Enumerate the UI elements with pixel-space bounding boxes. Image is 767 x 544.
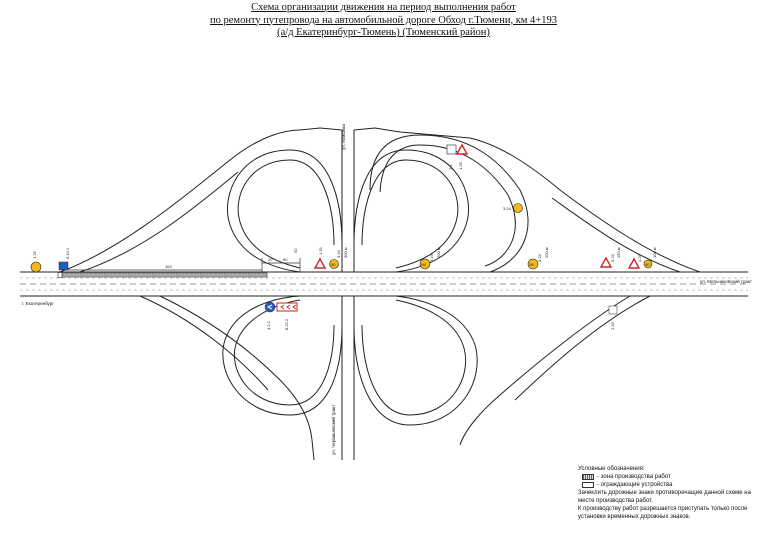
sign-group-east1: 50 3.24 200 м xyxy=(527,247,549,270)
street-north: ул. Максима xyxy=(341,124,346,150)
legend-zone-row: - зона производства работ xyxy=(578,473,763,481)
legend-heading: Условные обозначения: xyxy=(578,466,645,472)
work-zone xyxy=(57,272,268,278)
sign-group-lower-east: 1.25 xyxy=(608,305,618,330)
speed-limit-icon xyxy=(419,258,431,270)
crossing-road xyxy=(341,130,355,460)
roadwork-triangle-icon xyxy=(599,256,613,268)
legend-note-2: К производству работ разрешается приступ… xyxy=(578,506,748,520)
dim-50: 50 xyxy=(293,248,298,253)
dist-2: 200 м xyxy=(436,247,441,258)
sign-code-8: 1.25 xyxy=(637,253,642,262)
detour-sign-icon xyxy=(58,261,69,271)
sign-code-10: 8.22.2 xyxy=(284,318,289,330)
sign-code-12: 3.24 xyxy=(503,206,512,211)
roadwork-triangle-icon xyxy=(313,257,327,269)
sign-code-6: 3.24 xyxy=(537,253,542,262)
sign-group-east3: 1.25 40 100 м xyxy=(627,247,657,269)
legend: Условные обозначения: - зона производств… xyxy=(578,465,763,521)
drawing-title: Схема организации движения на период вып… xyxy=(0,2,767,40)
limit-4: 40 xyxy=(645,262,650,267)
speed-limit-icon xyxy=(527,258,539,270)
dim-163: 163 xyxy=(165,264,172,269)
sign-code-7: 3.24 xyxy=(610,253,615,262)
info-plate-icon xyxy=(608,305,618,315)
sign-code-5: 3.24 xyxy=(429,253,434,262)
fence-swatch-icon xyxy=(582,482,594,488)
dist-4: 150 м xyxy=(616,247,621,258)
sign-code-1: 1.25 xyxy=(32,250,37,259)
turn-arrow-icon xyxy=(264,301,276,313)
sign-code-4: 3.24 xyxy=(336,249,341,258)
street-west: г. Екатеринбург xyxy=(22,301,54,306)
limit-2: 60 xyxy=(422,262,427,267)
info-plate-icon xyxy=(446,144,457,155)
speed-limit-icon xyxy=(329,259,339,269)
sign-code-11: 1.25 xyxy=(610,321,615,330)
sign-group-east2: 3.24 150 м xyxy=(599,247,621,268)
work-zone-swatch-icon xyxy=(582,474,594,480)
main-highway xyxy=(20,271,748,297)
legend-note-1: Зачеклить дорожные знаки противоречащие … xyxy=(578,490,751,504)
dist-5: 100 м xyxy=(652,247,657,258)
speed-limit-icon xyxy=(643,259,653,269)
legend-zone-label: - зона производства работ xyxy=(597,474,671,480)
sign-code-13: 7.1 xyxy=(448,164,453,170)
dist-1: 300 м xyxy=(343,247,348,258)
sign-code-9: 4.2.2 xyxy=(266,320,271,330)
dimension-lines: 163 20 60 50 xyxy=(62,248,301,272)
dist-3: 200 м xyxy=(544,247,549,258)
roadwork-triangle-icon xyxy=(455,143,469,155)
work-sign-icon xyxy=(30,261,42,273)
sign-group-ne-ramp: 7.1 1.25 3.24 xyxy=(446,143,523,213)
street-east: ул. Мельниковский тракт xyxy=(700,278,752,284)
work-sign-icon xyxy=(513,203,523,213)
title-line-2: по ремонту путепровода на автомобильной … xyxy=(210,14,557,26)
sign-group-west: 1.25 6.19.1 xyxy=(30,247,70,273)
sign-code-2: 6.19.1 xyxy=(65,247,70,259)
cloverleaf-loops xyxy=(222,134,529,426)
roadwork-triangle-icon xyxy=(627,257,641,269)
sign-group-lower: 4.2.2 8.22.2 xyxy=(264,301,298,330)
sign-code-3: 1.25 xyxy=(318,246,323,255)
street-south: ул. Червишевский тракт xyxy=(330,405,336,455)
dim-60: 60 xyxy=(283,257,288,262)
sign-code-14: 1.25 xyxy=(458,161,463,170)
sign-group-center: 60 3.24 200 м xyxy=(419,247,441,270)
limit-1: 50 xyxy=(331,262,336,267)
dim-20: 20 xyxy=(268,257,273,262)
title-line-3: (а/д Екатеринбург-Тюмень) (Тюменский рай… xyxy=(277,27,490,38)
legend-fence-label: - ограждающие устройства xyxy=(597,482,673,488)
legend-fence-row: - ограждающие устройства xyxy=(578,481,763,489)
outer-ramps xyxy=(59,127,701,461)
title-line-1: Схема организации движения на период вып… xyxy=(251,2,516,13)
sign-group-bridge: 1.25 50 3.24 300 м xyxy=(313,246,348,269)
limit-3: 50 xyxy=(530,262,535,267)
